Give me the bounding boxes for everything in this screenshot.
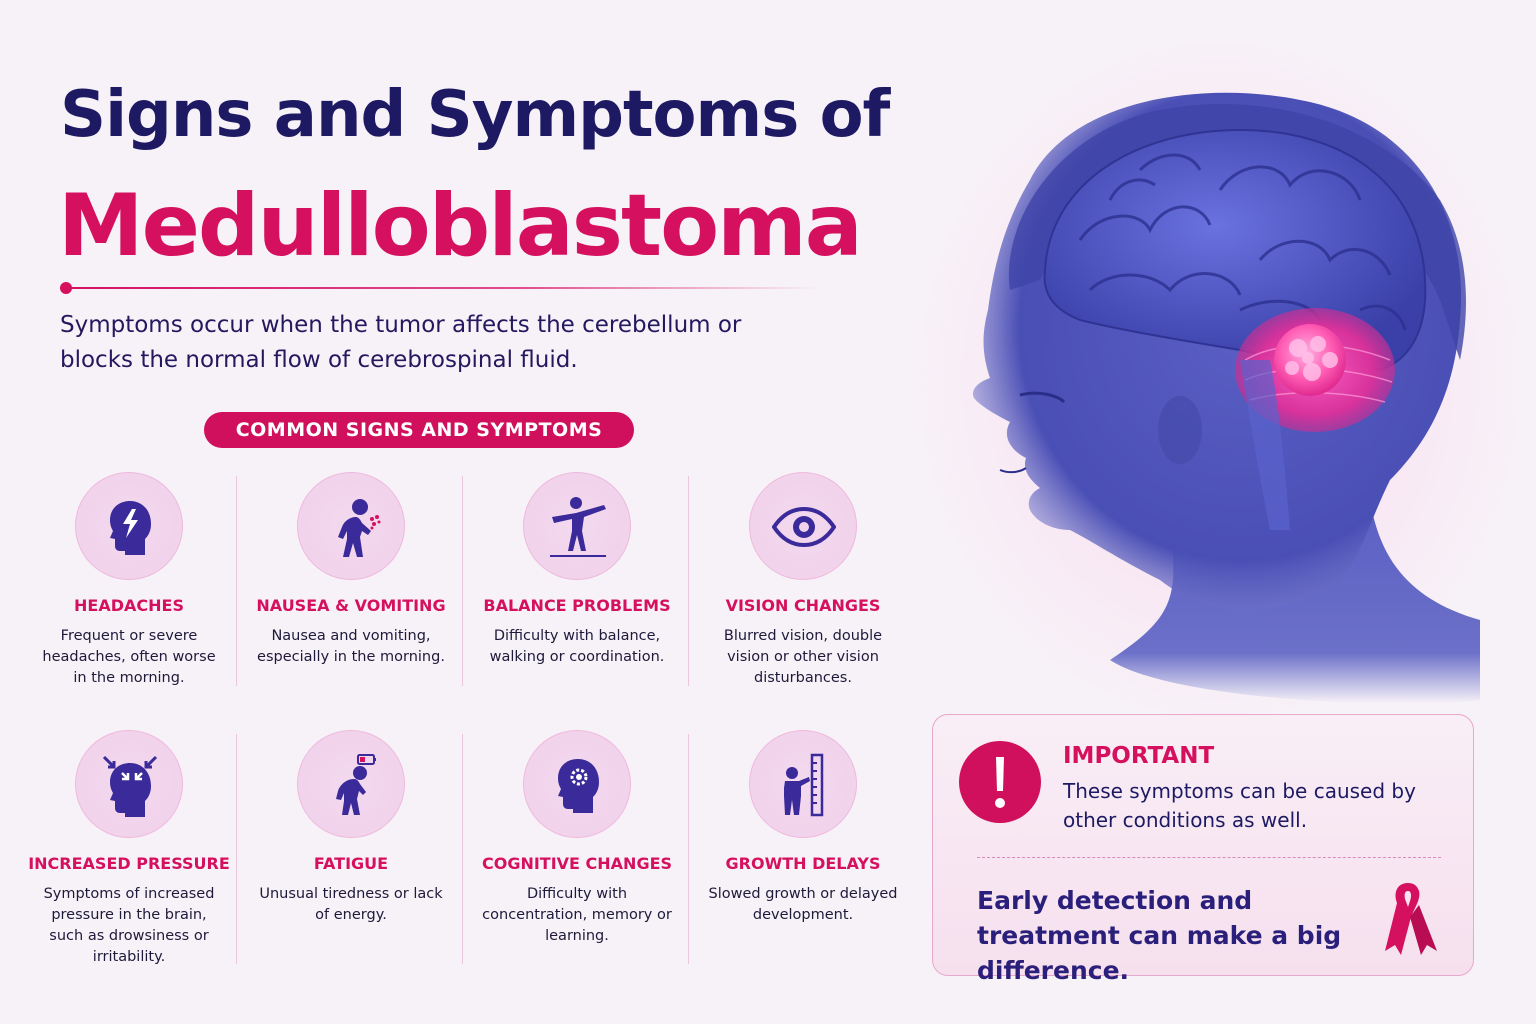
symptom-name: NAUSEA & VOMITING — [256, 596, 446, 615]
title-divider — [60, 282, 820, 294]
dashed-divider — [977, 857, 1441, 858]
symptom-name: FATIGUE — [313, 854, 389, 873]
symptom-balance: BALANCE PROBLEMS Difficulty with balance… — [466, 462, 688, 712]
symptom-name: COGNITIVE CHANGES — [481, 854, 673, 873]
important-title: IMPORTANT — [1063, 743, 1215, 769]
symptom-growth: GROWTH DELAYS Slowed growth or delayed d… — [692, 720, 914, 970]
important-box: IMPORTANT These symptoms can be caused b… — [932, 714, 1474, 985]
symptom-desc: Difficulty with concentration, memory or… — [482, 886, 672, 944]
important-text: These symptoms can be caused by other co… — [1063, 779, 1416, 832]
page-title-line2: Medulloblastoma — [58, 176, 863, 276]
symptom-desc: Unusual tiredness or lack of energy. — [259, 886, 443, 923]
symptom-desc: Symptoms of increased pressure in the br… — [43, 886, 215, 965]
pressure-icon — [75, 730, 183, 838]
symptom-desc: Difficulty with balance, walking or coor… — [489, 628, 665, 665]
symptom-pressure: INCREASED PRESSURE Symptoms of increased… — [18, 720, 240, 970]
symptom-desc: Nausea and vomiting, especially in the m… — [257, 628, 445, 665]
symptom-grid: HEADACHES Frequent or severe headaches, … — [20, 462, 920, 982]
section-label: COMMON SIGNS AND SYMPTOMS — [204, 412, 634, 448]
intro-text: Symptoms occur when the tumor affects th… — [60, 312, 742, 373]
eye-icon — [749, 472, 857, 580]
symptom-name: HEADACHES — [74, 596, 184, 615]
growth-icon — [749, 730, 857, 838]
cognitive-icon — [523, 730, 631, 838]
vomiting-icon — [297, 472, 405, 580]
symptom-name: VISION CHANGES — [725, 596, 881, 615]
symptom-desc: Slowed growth or delayed development. — [708, 886, 898, 923]
symptom-vision: VISION CHANGES Blurred vision, double vi… — [692, 462, 914, 712]
balance-icon — [523, 472, 631, 580]
awareness-ribbon-icon — [1385, 883, 1437, 955]
exclamation-icon — [959, 741, 1041, 823]
symptom-name: BALANCE PROBLEMS — [483, 596, 671, 615]
symptom-name: INCREASED PRESSURE — [28, 854, 230, 873]
child-head-brain-illustration — [972, 92, 1480, 704]
symptom-name: GROWTH DELAYS — [725, 854, 881, 873]
headache-icon — [75, 472, 183, 580]
symptom-headaches: HEADACHES Frequent or severe headaches, … — [18, 462, 240, 712]
symptom-desc: Blurred vision, double vision or other v… — [723, 628, 883, 686]
symptom-fatigue: FATIGUE Unusual tiredness or lack of ene… — [240, 720, 462, 970]
symptom-nausea: NAUSEA & VOMITING Nausea and vomiting, e… — [240, 462, 462, 712]
closing-message: Early detection and treatment can make a… — [977, 886, 1342, 985]
symptom-desc: Frequent or severe headaches, often wors… — [42, 628, 216, 686]
page-title-line1: Signs and Symptoms of — [60, 78, 890, 152]
symptom-cognitive: COGNITIVE CHANGES Difficulty with concen… — [466, 720, 688, 970]
fatigue-icon — [297, 730, 405, 838]
